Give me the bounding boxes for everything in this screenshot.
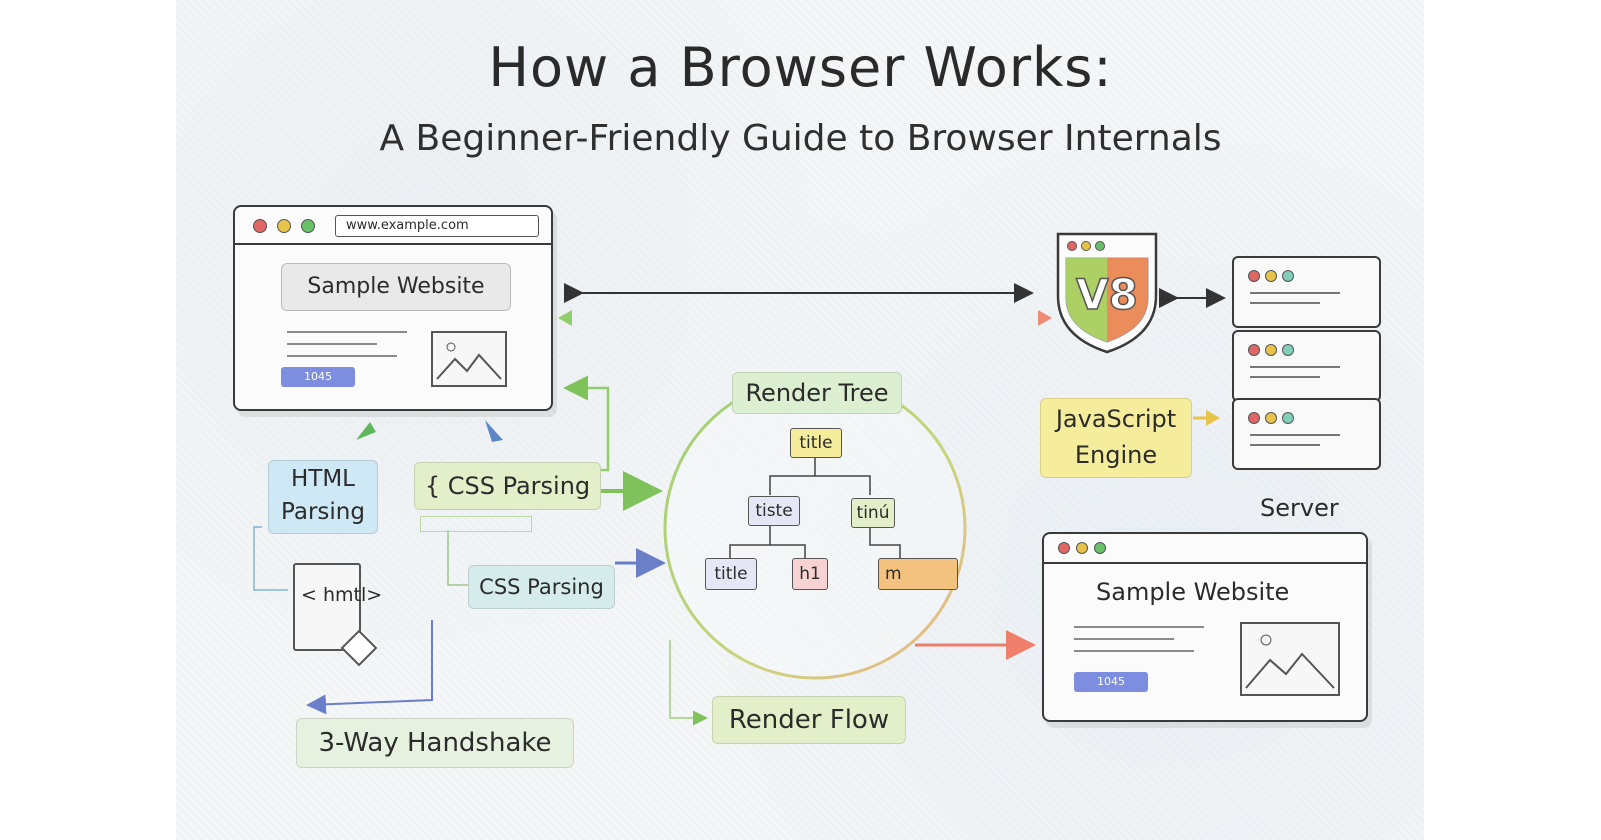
css-parsing-label-1: { CSS Parsing <box>414 462 601 510</box>
javascript-engine-label: JavaScript Engine <box>1040 398 1192 478</box>
server-dot-green-icon <box>1282 412 1294 424</box>
diagram-subtitle: A Beginner-Friendly Guide to Browser Int… <box>379 118 1222 159</box>
browser-window-bottom: Sample Website 1045 <box>1042 532 1368 722</box>
site-button[interactable]: 1045 <box>281 367 355 387</box>
server-dot-green-icon <box>1282 270 1294 282</box>
browser-titlebar <box>1044 534 1366 564</box>
server-dot-red-icon <box>1248 344 1260 356</box>
address-bar[interactable]: www.example.com <box>335 215 539 237</box>
tree-node-right: tinú <box>851 498 895 528</box>
minimize-dot-icon <box>1076 542 1088 554</box>
server-dot-yellow-icon <box>1265 412 1277 424</box>
site-button[interactable]: 1045 <box>1074 672 1148 692</box>
html-tag-label: < hmtl> <box>301 584 383 606</box>
tree-node-left-left: title <box>705 558 757 590</box>
tree-node-root: title <box>790 428 842 458</box>
image-placeholder-icon <box>1240 622 1340 696</box>
minimize-dot-icon <box>277 219 291 233</box>
site-title: Sample Website <box>1096 578 1290 606</box>
maximize-dot-icon <box>301 219 315 233</box>
css-parsing-label-2: CSS Parsing <box>468 565 615 609</box>
close-dot-icon <box>253 219 267 233</box>
html-document-icon <box>293 563 361 651</box>
close-dot-icon <box>1058 542 1070 554</box>
tree-node-left-right: h1 <box>792 558 828 590</box>
server-dot-yellow-icon <box>1265 344 1277 356</box>
server-dot-yellow-icon <box>1265 270 1277 282</box>
server-unit-3 <box>1232 398 1381 470</box>
html-parsing-label: HTML Parsing <box>268 460 378 534</box>
v8-logo-text: V8 <box>1075 269 1138 320</box>
render-tree-circle <box>663 376 967 680</box>
render-tree-label: Render Tree <box>732 372 902 414</box>
tree-node-left: tiste <box>748 496 800 526</box>
server-unit-1 <box>1232 256 1381 328</box>
server-dot-green-icon <box>1282 344 1294 356</box>
diagram-title: How a Browser Works: <box>488 36 1113 99</box>
server-label: Server <box>1260 494 1339 522</box>
handshake-label: 3-Way Handshake <box>296 718 574 768</box>
server-dot-red-icon <box>1248 270 1260 282</box>
v8-engine-icon <box>1052 226 1162 356</box>
tree-node-right-right: m <box>878 558 958 590</box>
server-dot-red-icon <box>1248 412 1260 424</box>
image-placeholder-icon <box>431 331 507 387</box>
site-title: Sample Website <box>281 263 511 311</box>
browser-titlebar: www.example.com <box>235 207 551 245</box>
render-flow-label: Render Flow <box>712 696 906 744</box>
maximize-dot-icon <box>1094 542 1106 554</box>
server-unit-2 <box>1232 330 1381 402</box>
browser-window-top: www.example.com Sample Website 1045 <box>233 205 553 411</box>
